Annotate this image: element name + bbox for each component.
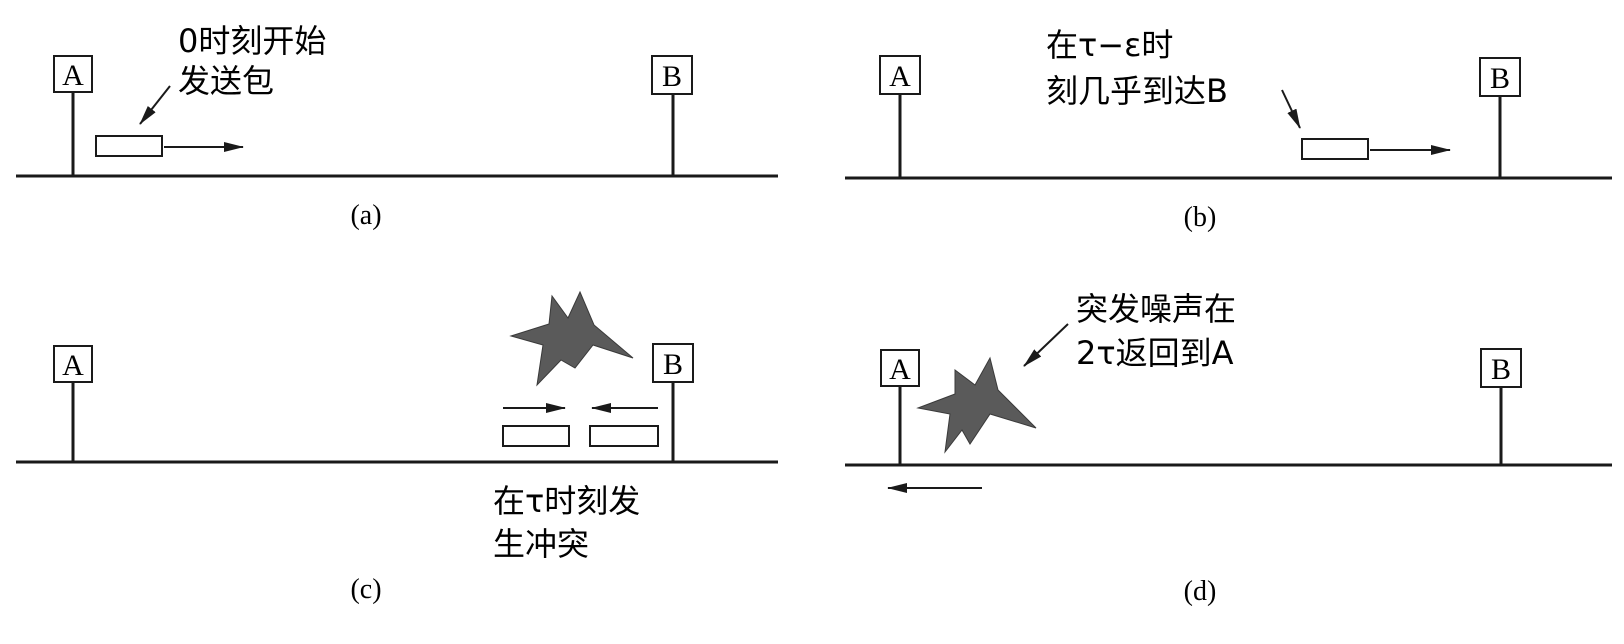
panel-caption: (b) <box>1184 202 1217 233</box>
station-b-box <box>652 343 694 383</box>
annotation-line-2: 发送包 <box>178 62 274 100</box>
annotation-line-1: 0时刻开始 <box>178 22 326 60</box>
panel-caption: (c) <box>350 574 381 605</box>
station-a-box <box>879 55 921 95</box>
annotation-line-1: 突发噪声在 <box>1076 290 1236 328</box>
packet-from-a <box>502 425 570 447</box>
collision-burst-icon <box>509 290 634 387</box>
station-b-label: B <box>1491 353 1511 386</box>
station-a-label: A <box>62 59 84 92</box>
station-b-label: B <box>662 60 682 93</box>
packet-from-b <box>589 425 659 447</box>
panel-caption: (a) <box>350 200 381 231</box>
panel-caption: (d) <box>1184 576 1217 607</box>
station-b-label: B <box>663 348 683 381</box>
noise-burst-icon <box>916 356 1037 454</box>
annotation-line-2: 2τ返回到A <box>1076 334 1234 372</box>
station-b-box <box>1479 57 1521 97</box>
station-b-box <box>651 55 693 95</box>
station-a-label: A <box>889 353 911 386</box>
pointer-arrow <box>1023 323 1069 367</box>
panel-b: A B 在τ−ε时 刻几乎到达B (b) <box>845 26 1612 233</box>
packet <box>1301 138 1369 160</box>
panel-d: A B 突发噪声在 2τ返回到A (d) <box>845 290 1612 607</box>
station-b-label: B <box>1490 62 1510 95</box>
annotation-line-1: 在τ−ε时 <box>1046 26 1173 64</box>
annotation-line-1: 在τ时刻发 <box>493 482 640 520</box>
station-a-box <box>53 55 93 93</box>
station-a-label: A <box>62 349 84 382</box>
panel-c: A B 在τ时刻发 生冲突 (c) <box>16 290 778 605</box>
pointer-arrow <box>139 85 171 125</box>
station-a-box <box>53 345 93 383</box>
annotation-line-2: 刻几乎到达B <box>1046 72 1228 110</box>
station-b-box <box>1480 348 1522 388</box>
pointer-arrow <box>1281 89 1301 129</box>
station-a-box <box>880 349 920 387</box>
annotation-line-2: 生冲突 <box>493 525 589 563</box>
packet <box>95 135 163 157</box>
panel-a: A B 0时刻开始 发送包 (a) <box>16 22 778 231</box>
station-a-label: A <box>889 60 911 93</box>
